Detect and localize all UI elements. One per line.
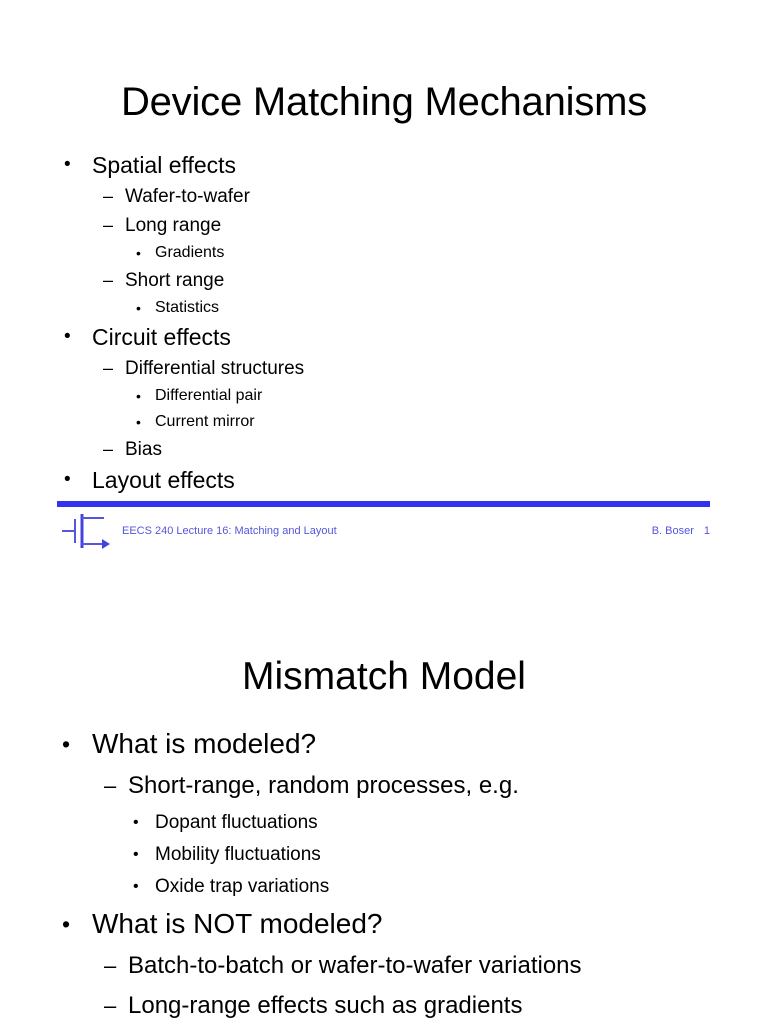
dot-bullet-icon: •	[62, 911, 71, 937]
bullet-text: Differential pair	[155, 387, 263, 404]
bullet-item-level-3: • Mobility fluctuations	[0, 841, 768, 873]
footer-author: B. Boser	[651, 525, 694, 537]
dot-bullet-icon: •	[62, 731, 71, 757]
bullet-item-level-1: • Spatial effects	[0, 150, 768, 183]
bullet-text: Spatial effects	[92, 152, 237, 178]
dot-bullet-icon: •	[133, 878, 139, 895]
bullet-text: Bias	[125, 439, 162, 460]
dot-bullet-icon: •	[136, 245, 141, 261]
bullet-item-level-3: • Differential pair	[0, 384, 768, 410]
bullet-item-level-2: –Bias	[0, 436, 768, 465]
slide-device-matching-mechanisms: Device Matching Mechanisms • Spatial effe…	[0, 79, 768, 551]
bullet-text: Long range	[125, 215, 222, 236]
dash-bullet-icon: –	[104, 953, 117, 978]
bullet-item-level-2: –Differential structures	[0, 355, 768, 384]
bullet-text: What is modeled?	[92, 728, 317, 759]
dot-bullet-icon: •	[136, 414, 141, 430]
bullet-item-level-2: –Long-range effects such as gradients	[0, 989, 768, 1024]
slide-mismatch-model: Mismatch Model •What is modeled?–Short-r…	[0, 560, 768, 1024]
dot-bullet-icon: •	[64, 469, 71, 490]
bullet-text: Dopant fluctuations	[155, 812, 318, 833]
dash-bullet-icon: –	[103, 270, 114, 290]
bullet-item-level-2: –Short range	[0, 267, 768, 296]
dot-bullet-icon: •	[133, 846, 139, 863]
bullet-text: Differential structures	[125, 358, 305, 379]
bullet-item-level-2: –Long range	[0, 212, 768, 241]
footer-lecture-label: EECS 240 Lecture 16: Matching and Layout	[122, 525, 337, 537]
dot-bullet-icon: •	[136, 300, 141, 316]
bullet-item-level-3: • Statistics	[0, 296, 768, 322]
footer-divider-rule	[57, 501, 710, 507]
bullet-item-level-3: • Dopant fluctuations	[0, 809, 768, 841]
bullet-text: Layout effects	[92, 467, 235, 493]
bullet-item-level-3: • Oxide trap variations	[0, 873, 768, 905]
slide-body-list: •What is modeled?–Short-range, random pr…	[0, 725, 768, 1024]
transistor-symbol-logo	[62, 511, 110, 551]
bullet-text: What is NOT modeled?	[92, 908, 383, 939]
bullet-text: Current mirror	[155, 413, 255, 430]
footer-author-and-page: B. Boser 1	[652, 523, 710, 539]
bullet-text: Short range	[125, 270, 225, 291]
bullet-item-level-1: • What is modeled?	[0, 725, 768, 769]
dash-bullet-icon: –	[104, 993, 117, 1018]
dash-bullet-icon: –	[103, 215, 114, 235]
bullet-item-level-2: –Batch-to-batch or wafer-to-wafer variat…	[0, 949, 768, 989]
bullet-item-level-1: • Layout effects	[0, 465, 768, 498]
bullet-text: Long-range effects such as gradients	[128, 992, 523, 1019]
dash-bullet-icon: –	[104, 773, 117, 798]
bullet-text: Circuit effects	[92, 324, 231, 350]
dot-bullet-icon: •	[64, 326, 71, 347]
bullet-text: Short-range, random processes, e.g.	[128, 772, 519, 799]
dot-bullet-icon: •	[64, 154, 71, 175]
dot-bullet-icon: •	[133, 814, 139, 831]
slide-body-list: •Spatial effects–Wafer-to-wafer–Long ran…	[0, 150, 768, 498]
dash-bullet-icon: –	[103, 186, 114, 206]
bullet-item-level-1: • What is NOT modeled?	[0, 905, 768, 949]
bullet-text: Statistics	[155, 299, 220, 316]
bullet-item-level-2: –Wafer-to-wafer	[0, 183, 768, 212]
bullet-item-level-2: –Short-range, random processes, e.g.	[0, 769, 768, 809]
bullet-text: Wafer-to-wafer	[125, 186, 250, 207]
bullet-text: Batch-to-batch or wafer-to-wafer variati…	[128, 952, 582, 979]
bullet-text: Mobility fluctuations	[155, 844, 321, 865]
bullet-item-level-3: • Current mirror	[0, 410, 768, 436]
page-title: Device Matching Mechanisms	[120, 79, 648, 124]
dot-bullet-icon: •	[136, 388, 141, 404]
footer-page-number: 1	[703, 525, 710, 537]
bullet-text: Gradients	[155, 244, 225, 261]
dash-bullet-icon: –	[103, 358, 114, 378]
page-title: Mismatch Model	[242, 655, 526, 699]
bullet-item-level-3: • Gradients	[0, 241, 768, 267]
bullet-item-level-1: • Circuit effects	[0, 322, 768, 355]
bullet-text: Oxide trap variations	[155, 876, 330, 897]
dash-bullet-icon: –	[103, 439, 114, 459]
